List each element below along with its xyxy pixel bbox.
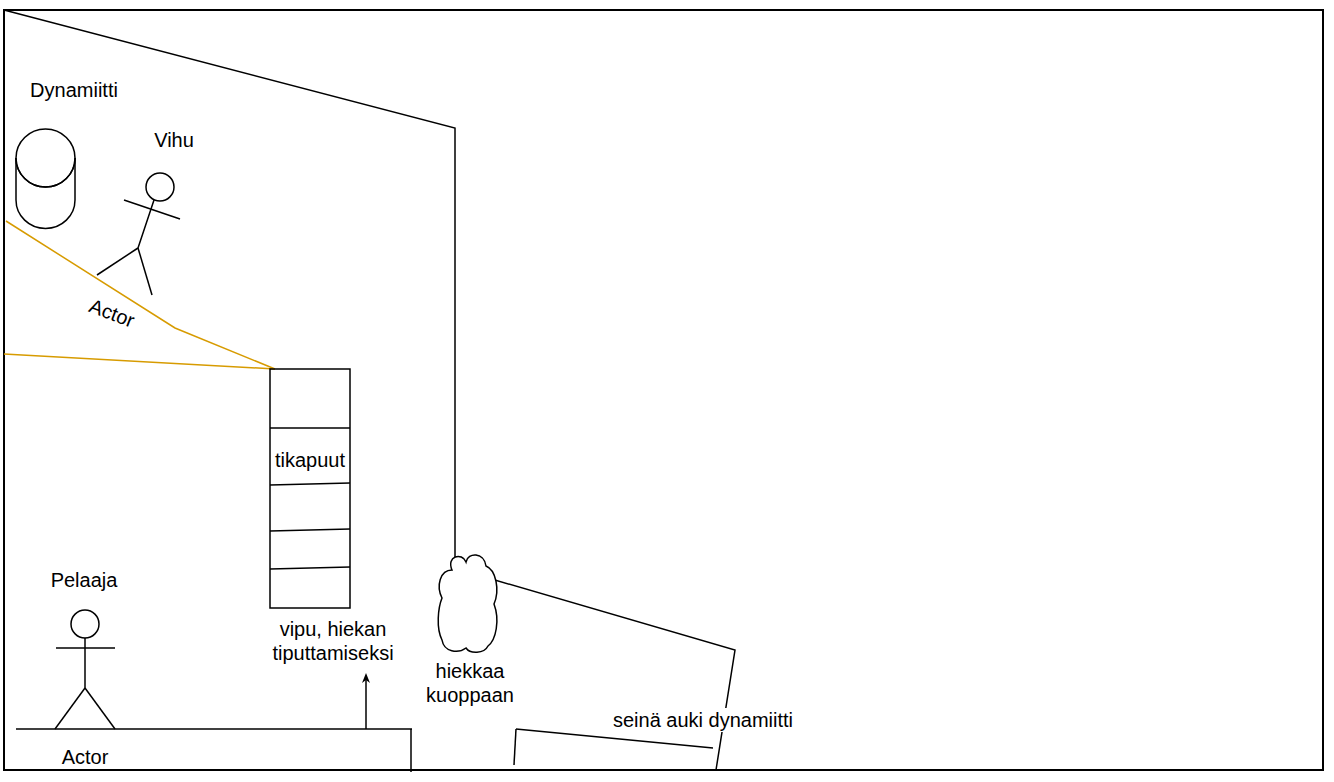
ground (16, 728, 412, 730)
ladder (270, 369, 350, 608)
sand-pit-node: hiekkaa kuoppaan (405, 553, 535, 713)
ground-edge (410, 729, 412, 772)
sand-cloud (438, 555, 497, 652)
wall-label: seinä auki dynamiitti (611, 708, 795, 732)
enemy-node: Vihu (90, 124, 190, 299)
player-figure (55, 610, 115, 729)
wall-line (514, 729, 516, 765)
dynamite-node: Dynamiitti (8, 72, 142, 234)
frame (4, 10, 1323, 770)
ladder-rung (270, 529, 350, 531)
node-text: Vihu (154, 128, 194, 152)
node-text: Dynamiitti (30, 78, 118, 102)
ledge (4, 354, 275, 369)
ladder-rung (270, 483, 350, 485)
ladder-rung (270, 427, 350, 429)
enemy-figure (97, 173, 180, 295)
node-text: hiekkaa kuoppaan (400, 659, 540, 707)
dynamite-cylinder (16, 129, 75, 228)
ladder-node: tikapuut (270, 369, 350, 608)
ladder-rung (270, 567, 350, 569)
lever-arrow (365, 678, 367, 729)
node-text: Actor (62, 745, 109, 769)
lever-label: vipu, hiekan tiputtamiseksi (246, 617, 421, 665)
node-text: Pelaaja (51, 568, 118, 592)
slope (6, 221, 275, 369)
node-text: tikapuut (275, 448, 345, 472)
cave-wall (4, 10, 455, 560)
pit-wall (488, 578, 735, 770)
player-node: PelaajaActor (30, 566, 140, 770)
